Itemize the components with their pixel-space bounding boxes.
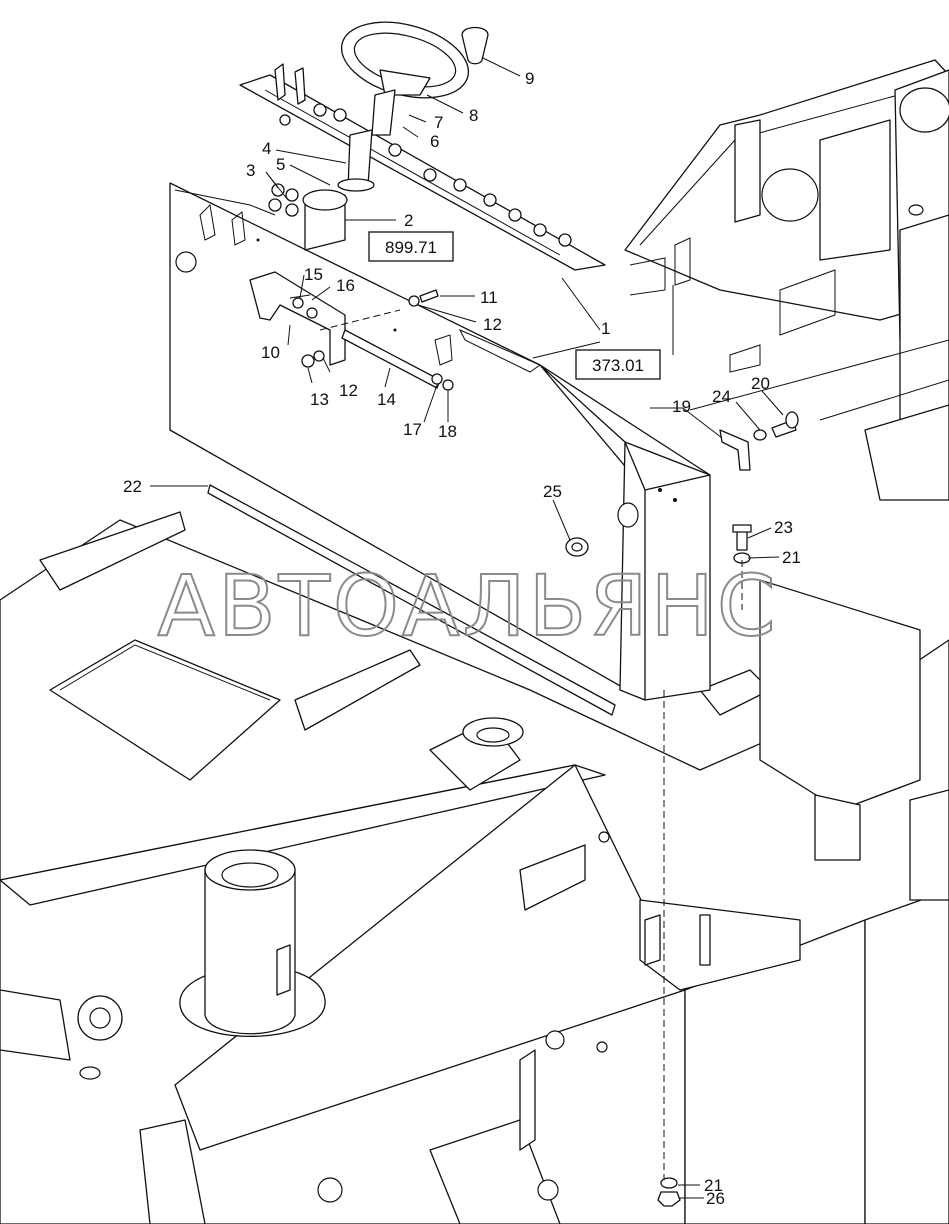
- reference-box-899-71: 899.71: [368, 231, 454, 262]
- reference-box-label: 899.71: [385, 238, 437, 257]
- part-3-nuts: [268, 183, 299, 217]
- callout-26: 26: [706, 1189, 725, 1208]
- callout-19: 19: [672, 397, 691, 416]
- callout-4: 4: [262, 139, 271, 158]
- callout-13: 13: [310, 390, 329, 409]
- callout-22: 22: [123, 477, 142, 496]
- callout-1: 1: [601, 319, 610, 338]
- reference-box-label: 373.01: [592, 356, 644, 375]
- fastener-alignment-lines: [319, 309, 743, 1180]
- callout-6: 6: [430, 132, 439, 151]
- callout-12: 12: [483, 315, 502, 334]
- hardware-small-parts: [292, 289, 799, 1207]
- callout-25: 25: [543, 482, 562, 501]
- part-4-5-column: [337, 129, 375, 192]
- callout-8: 8: [469, 106, 478, 125]
- part-22-strip: [207, 484, 616, 716]
- callout-20: 20: [751, 374, 770, 393]
- part-8-steering-wheel: [340, 21, 470, 136]
- callout-18: 18: [438, 422, 457, 441]
- callout-21: 21: [704, 1176, 723, 1195]
- callout-17: 17: [403, 420, 422, 439]
- leader-lines: [150, 57, 784, 1199]
- chassis-body: [0, 511, 949, 1224]
- callout-labels: 1 2 3 4 5 6 7 8 9 10 11 12 12 13 14 15 1…: [123, 69, 801, 1208]
- callout-5: 5: [276, 155, 285, 174]
- callout-11: 11: [480, 288, 498, 307]
- callout-7: 7: [434, 113, 443, 132]
- callout-15: 15: [304, 265, 323, 284]
- part-9-knob: [461, 26, 489, 65]
- callout-2: 2: [404, 211, 413, 230]
- part-14-shaft: [341, 329, 441, 389]
- part-2-motor: [302, 189, 348, 251]
- callout-9: 9: [525, 69, 534, 88]
- callout-23: 23: [774, 518, 793, 537]
- callout-16: 16: [336, 276, 355, 295]
- callout-10: 10: [261, 343, 280, 362]
- callout-24: 24: [712, 387, 731, 406]
- watermark-text: АВТОАЛЬЯНС: [158, 557, 779, 655]
- instrument-switch-panel: [239, 63, 606, 271]
- reference-box-373-01: 373.01: [575, 349, 661, 380]
- callout-3: 3: [246, 161, 255, 180]
- callout-14: 14: [377, 390, 396, 409]
- rear-frame-structure: [624, 59, 949, 501]
- callout-12: 12: [339, 381, 358, 400]
- steering-column-tube: [179, 717, 524, 1037]
- callout-21: 21: [782, 548, 801, 567]
